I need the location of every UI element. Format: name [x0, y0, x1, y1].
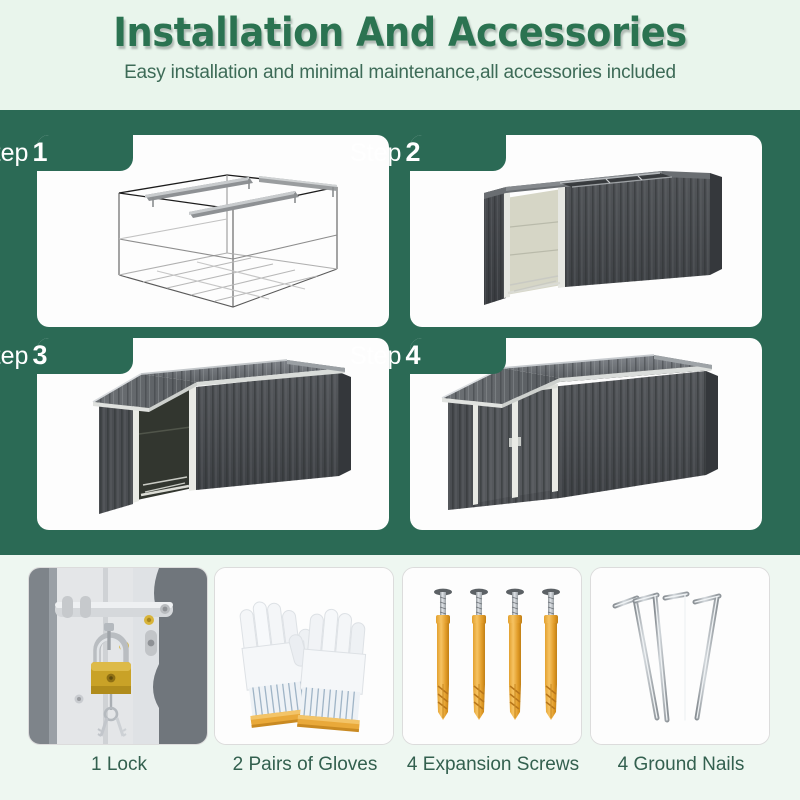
gloves-image-box: [214, 567, 394, 745]
step-1-label-number: 1: [32, 137, 48, 167]
step-3-label: Step3: [0, 336, 57, 374]
step-3-illustration: [37, 338, 389, 530]
accessory-item-gloves: 2 Pairs of Gloves: [214, 567, 396, 776]
step-2-label-word: Step: [350, 139, 402, 167]
lock-image-box: [28, 567, 208, 745]
gloves-caption: 2 Pairs of Gloves: [232, 754, 378, 775]
accessories-row: 1 Lock: [0, 555, 800, 800]
accessory-item-lock: 1 Lock: [28, 567, 210, 776]
accessory-item-expansion-screws: 4 Expansion Screws: [402, 567, 584, 776]
step-card-3: Step3: [0, 338, 389, 530]
lock-caption: 1 Lock: [91, 754, 147, 775]
step-4-label-notch: [410, 338, 506, 374]
accessory-item-ground-nails: 4 Ground Nails: [590, 567, 772, 776]
step-3-label-word: Step: [0, 342, 29, 370]
step-2-label-notch: [410, 135, 506, 171]
step-4-label-number: 4: [405, 340, 421, 370]
step-3-label-number: 3: [32, 340, 48, 370]
step-4-illustration: [410, 338, 762, 530]
expansion-screws-caption: 4 Expansion Screws: [406, 754, 580, 775]
step-1-label: Step1: [0, 133, 57, 171]
page-title: Installation And Accessories: [113, 10, 687, 56]
ground-nails-caption: 4 Ground Nails: [617, 754, 745, 775]
step-card-1: Step1: [0, 135, 389, 327]
step-1-illustration: [37, 135, 389, 327]
expansion-screws-image-box: [402, 567, 582, 745]
ground-nail-icon: [591, 568, 769, 744]
step-1-label-notch: [37, 135, 133, 171]
installation-steps-panel: Step1: [0, 110, 800, 555]
step-2-illustration: [410, 135, 762, 327]
ground-nails-image-box: [590, 567, 770, 745]
gloves-icon: [215, 568, 393, 744]
step-4-label-word: Step: [350, 342, 402, 370]
step-3-label-notch: [37, 338, 133, 374]
page-subtitle: Easy installation and minimal maintenanc…: [124, 62, 676, 84]
header: Installation And Accessories Easy instal…: [0, 0, 800, 110]
padlock-icon: [29, 568, 207, 744]
step-1-label-word: Step: [0, 139, 29, 167]
step-2-label-number: 2: [405, 137, 421, 167]
expansion-screw-icon: [403, 568, 581, 744]
